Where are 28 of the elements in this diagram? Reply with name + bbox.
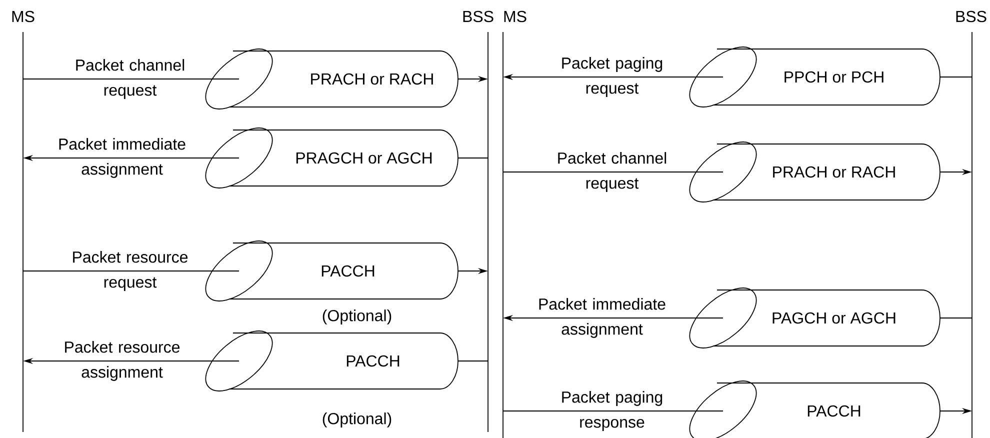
node-label: PACCH <box>808 405 860 417</box>
edge-label: Packet immediate assignment <box>59 138 186 178</box>
node-label: PAGCH or AGCH <box>772 312 896 324</box>
edge-label: Packet resource assignment <box>65 341 180 381</box>
node-label: PRAGCH or AGCH <box>296 152 432 164</box>
channel-pipe: PRACH or RACH <box>205 48 458 110</box>
edge-label: Packet channel request <box>76 59 184 99</box>
channel-pipe: PPCH or PCH <box>689 46 940 108</box>
lifeline-label: MS <box>504 10 526 22</box>
channel-pipe: PACCH <box>205 330 458 392</box>
node-label: PRACH or RACH <box>311 73 433 85</box>
note: (Optional) <box>322 310 392 324</box>
channel-pipe: PACCH <box>205 240 458 302</box>
channel-pipe: PACCH <box>689 380 940 438</box>
lifeline-label: MS <box>12 10 34 22</box>
node-label: PPCH or PCH <box>784 71 884 83</box>
edge-label: Packet resource request <box>73 251 188 291</box>
channel-pipe: PRAGCH or AGCH <box>205 128 458 188</box>
edge-label: Packet paging response <box>562 391 662 431</box>
edge-label: Packet immediate assignment <box>539 298 666 338</box>
lifeline-label: BSS <box>956 10 986 22</box>
lifeline-label: BSS <box>463 10 494 22</box>
edge-label: Packet channel request <box>558 152 666 192</box>
node-label: PRACH or RACH <box>773 166 895 178</box>
channel-pipe: PRACH or RACH <box>689 142 940 202</box>
channel-pipe: PAGCH or AGCH <box>689 288 940 348</box>
edge-label: Packet paging request <box>562 57 662 97</box>
note: (Optional) <box>322 412 392 428</box>
